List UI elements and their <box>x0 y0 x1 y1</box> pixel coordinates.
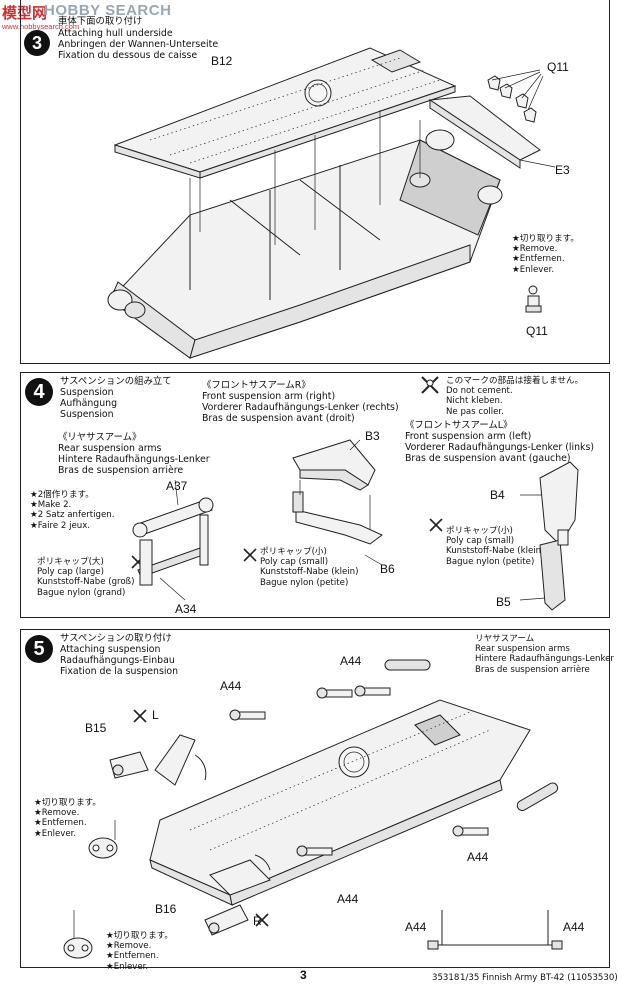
step5-hull <box>149 699 531 906</box>
footer-code: 35318 <box>432 973 460 983</box>
a44-inset-diagram <box>427 910 563 950</box>
part-b4 <box>520 461 579 546</box>
remove-piece-2 <box>63 910 93 959</box>
step4-heading-jp: サスペンションの組み立て <box>60 376 172 387</box>
no-cement-icon <box>133 709 147 723</box>
step4-make2-note: ★2個作ります。 ★Make 2. ★2 Satz anfertigen. ★F… <box>30 490 115 531</box>
label-b6: B6 <box>380 562 395 576</box>
rear-track-upper <box>384 659 431 671</box>
step3-guide-lines <box>189 110 381 280</box>
step5-heading-en: Attaching suspension <box>60 644 161 655</box>
step3-heading-fr: Fixation du dessous de caisse <box>58 50 198 61</box>
label-e3: E3 <box>555 163 570 177</box>
step4-polycap-small-note-2: ポリキャップ(小) Poly cap (small) Kunststoff-Na… <box>446 526 545 567</box>
label-q11-single: Q11 <box>526 324 548 338</box>
hull-underside-plate <box>113 47 457 179</box>
label-b4: B4 <box>490 488 505 502</box>
label-b5: B5 <box>496 595 511 609</box>
step4-panel <box>20 372 610 618</box>
label-a44-5: A44 <box>405 920 427 934</box>
step3-number-badge: 3 <box>24 30 50 56</box>
no-cement-icon <box>421 376 439 394</box>
remove-piece-1 <box>88 820 118 859</box>
q11-single <box>525 285 542 313</box>
label-b15: B15 <box>85 721 107 735</box>
no-cement-icon <box>255 913 269 927</box>
rear-track-lower <box>516 782 559 811</box>
step5-number-badge: 5 <box>25 635 53 663</box>
step4-heading-en: Suspension <box>60 387 114 398</box>
label-q11: Q11 <box>547 60 569 74</box>
part-r-arm <box>209 854 271 896</box>
part-a34 <box>137 514 209 601</box>
step4-polycap-small-note: ポリキャップ(小) Poly cap (small) Kunststoff-Na… <box>260 547 359 588</box>
step3-remove-note: ★切り取ります。 ★Remove. ★Entfernen. ★Enlever. <box>512 234 580 275</box>
step5-heading-fr: Fixation de la suspension <box>60 666 179 677</box>
label-b16: B16 <box>155 902 177 916</box>
part-a37 <box>132 479 214 538</box>
no-cement-icon <box>429 518 443 532</box>
page-number: 3 <box>300 968 307 982</box>
label-b12: B12 <box>211 54 233 68</box>
footer-title: 1/35 Finnish Army BT-42 (11053530) <box>460 973 618 983</box>
part-l-arm <box>154 734 207 786</box>
label-a34: A34 <box>175 602 197 616</box>
part-b6 <box>292 480 383 566</box>
label-a44-4: A44 <box>337 892 359 906</box>
step5-rear-arms-note: リヤサスアーム Rear suspension arms Hintere Rad… <box>475 634 614 675</box>
watermark-logo: 模型网 <box>2 5 48 22</box>
step3-arrow-lines <box>199 120 421 232</box>
step4-heading-de: Aufhängung <box>60 398 118 409</box>
step3-panel <box>20 0 610 364</box>
label-b3: B3 <box>365 429 380 443</box>
step5-heading-de: Radaufhängungs-Einbau <box>60 655 175 666</box>
step4-polycap-large-note: ポリキャップ(大) Poly cap (large) Kunststoff-Na… <box>37 557 135 598</box>
step5-heading-jp: サスペンションの取り付け <box>60 633 172 644</box>
q11-parts <box>487 69 544 123</box>
step3-heading-de: Anbringen der Wannen-Unterseite <box>58 39 219 50</box>
step5-heading: サスペンションの取り付け Attaching suspension Radauf… <box>60 633 178 677</box>
step3-heading-jp: 車体下面の取り付け <box>58 16 143 27</box>
part-b3 <box>292 439 376 491</box>
step3-heading-en: Attaching hull underside <box>58 28 173 39</box>
step5-panel <box>20 629 610 968</box>
label-a44-2: A44 <box>340 654 362 668</box>
step4-no-cement-note: このマークの部品は接着しません。 Do not cement. Nicht kl… <box>446 376 584 417</box>
a44-arms <box>229 685 489 857</box>
watermark: 模型网 HOBBY SEARCH www.hobbysearch.com <box>0 0 200 40</box>
step4-rear-arms-title: 《リヤサスアーム》 Rear suspension arms Hintere R… <box>58 432 210 476</box>
no-cement-icon <box>243 548 257 562</box>
label-a44-1: A44 <box>220 679 242 693</box>
hull-body <box>107 129 503 359</box>
step4-number-badge: 4 <box>25 378 53 406</box>
step4-heading-fr: Suspension <box>60 409 114 420</box>
step4-front-right-title: 《フロントサスアームR》 Front suspension arm (right… <box>202 380 399 424</box>
step4-front-left-title: 《フロントサスアームL》 Front suspension arm (left)… <box>405 420 594 464</box>
part-e3 <box>428 95 556 169</box>
part-b5 <box>519 529 569 611</box>
watermark-url: www.hobbysearch.com <box>2 22 80 31</box>
part-b15 <box>109 751 149 779</box>
step5-remove-note-1: ★切り取ります。 ★Remove. ★Entfernen. ★Enlever. <box>34 798 102 839</box>
label-l: L <box>152 708 159 722</box>
watermark-brand: HOBBY SEARCH <box>44 2 172 19</box>
label-a44-6: A44 <box>563 920 585 934</box>
part-b16 <box>204 904 249 936</box>
step4-heading: サスペンションの組み立て Suspension Aufhängung Suspe… <box>60 376 172 420</box>
step5-remove-note-2: ★切り取ります。 ★Remove. ★Entfernen. ★Enlever. <box>106 931 174 972</box>
label-a44-3: A44 <box>467 850 489 864</box>
label-a37: A37 <box>166 479 188 493</box>
label-r: R <box>253 914 262 928</box>
